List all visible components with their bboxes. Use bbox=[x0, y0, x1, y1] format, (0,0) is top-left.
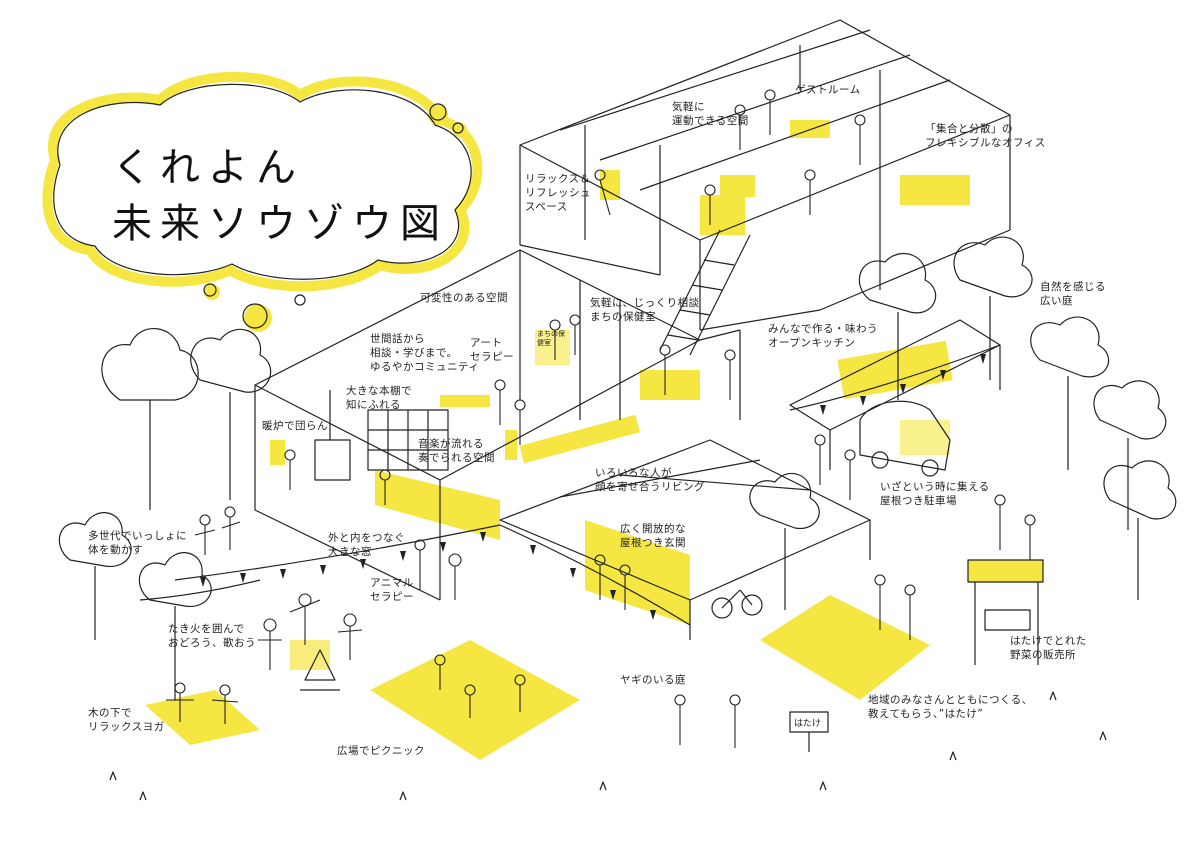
label-big-window: 外と内をつなぐ 大きな窓 bbox=[328, 532, 405, 558]
label-picnic: 広場でピクニック bbox=[337, 745, 425, 757]
label-relax-space: リラックス＆ リフレッシュ スペース bbox=[525, 173, 591, 213]
label-exercise-space: 気軽に 運動できる空間 bbox=[672, 101, 749, 127]
line-drawing bbox=[53, 19, 1177, 801]
label-yoga: 木の下で リラックスヨガ bbox=[88, 707, 165, 733]
label-hatake: 地域のみなさんとともにつくる、 教えてもらう、”はたけ” bbox=[868, 694, 1033, 720]
bunting-flags bbox=[200, 354, 986, 620]
hatake-sign: はたけ bbox=[794, 719, 821, 729]
illustration-title: くれよん 未来ソウゾウ図 bbox=[112, 140, 448, 252]
title-line-2: 未来ソウゾウ図 bbox=[112, 201, 448, 247]
label-flexible-office: 「集合と分散」の フレキシブルなオフィス bbox=[925, 123, 1046, 149]
label-entrance: 広く開放的な 屋根つき玄関 bbox=[620, 523, 686, 549]
label-community: 世間話から 相談・学びまで。 ゆるやかコミュニティ bbox=[370, 333, 480, 373]
label-fireplace: 暖炉で団らん bbox=[262, 420, 328, 432]
label-natural-garden: 自然を感じる 広い庭 bbox=[1040, 281, 1106, 307]
label-music-space: 音楽が流れる 奏でられる空間 bbox=[418, 438, 495, 464]
label-animal-therapy: アニマル セラピー bbox=[370, 577, 414, 603]
label-variable-space: 可変性のある空間 bbox=[420, 292, 508, 304]
label-multigen-exercise: 多世代でいっしょに 体を動かす bbox=[88, 530, 187, 556]
label-health-room: 気軽に、じっくり相談 まちの保健室 bbox=[590, 297, 700, 323]
label-bonfire: たき火を囲んで おどろう、歌おう bbox=[168, 623, 256, 649]
health-room-sign: まちの保健室 bbox=[537, 330, 565, 347]
label-open-kitchen: みんなで作る・味わう オープンキッチン bbox=[768, 323, 878, 349]
label-bookshelf: 大きな本棚で 知にふれる bbox=[346, 385, 412, 411]
yellow-accents bbox=[42, 71, 1043, 760]
label-living: いろいろな人が 顔を寄せ合うリビング bbox=[595, 467, 705, 493]
label-parking: いざという時に集える 屋根つき駐車場 bbox=[880, 481, 990, 507]
label-goat-garden: ヤギのいる庭 bbox=[620, 674, 686, 686]
title-line-1: くれよん bbox=[112, 145, 304, 191]
label-vegetable-shop: はたけでとれた 野菜の販売所 bbox=[1010, 635, 1087, 661]
label-guest-room: ゲストルーム bbox=[795, 84, 861, 96]
label-art-therapy: アート セラピー bbox=[470, 337, 514, 363]
